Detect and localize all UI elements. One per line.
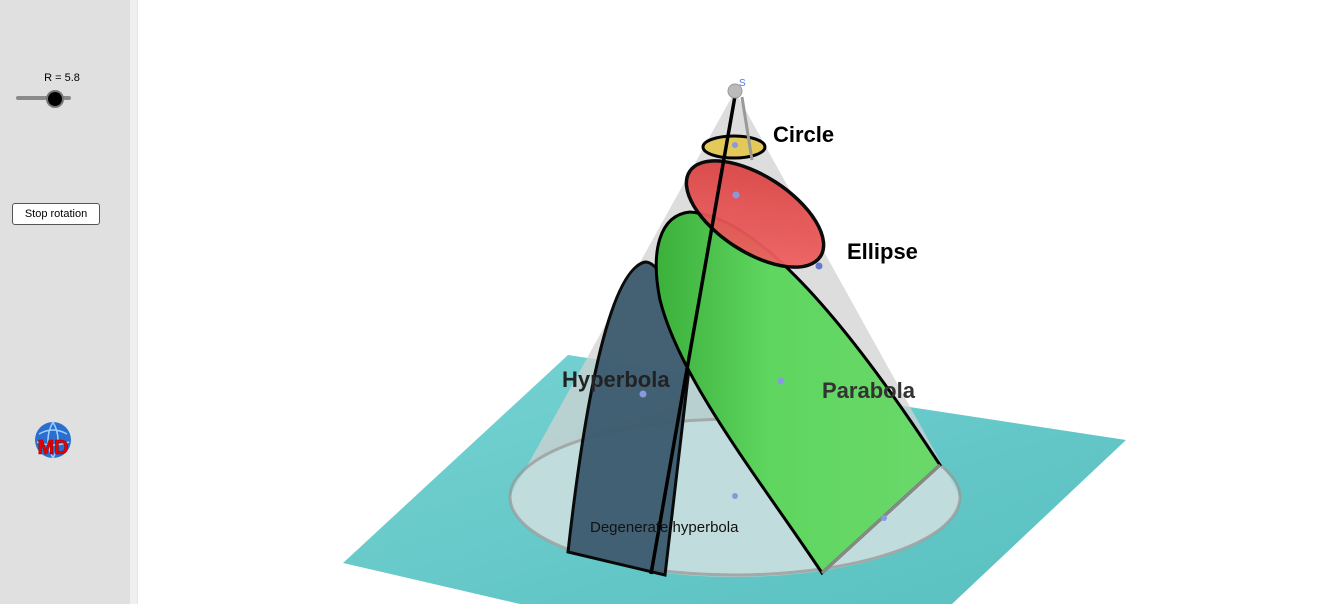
sidebar: R = 5.8 Stop rotation MD (0, 0, 130, 604)
panel-divider[interactable] (130, 0, 138, 604)
degenerate-hyperbola-label: Degenerate hyperbola (590, 519, 739, 536)
svg-text:MD: MD (37, 437, 68, 459)
point[interactable] (881, 515, 887, 521)
ellipse-label: Ellipse (847, 239, 918, 264)
apex-label: S (739, 78, 746, 89)
parabola-chord (820, 463, 942, 575)
parabola-surface (654, 210, 942, 576)
cone-generator (740, 96, 754, 161)
point[interactable] (815, 262, 823, 270)
circle-label: Circle (773, 122, 834, 147)
point[interactable] (732, 142, 738, 148)
r-slider-thumb[interactable] (46, 90, 64, 108)
parabola-label: Parabola (822, 378, 916, 403)
apex-point[interactable] (727, 83, 743, 99)
degenerate-line-1 (649, 95, 737, 575)
point[interactable] (639, 390, 647, 398)
point[interactable] (732, 191, 740, 199)
globe-logo-icon: MD (35, 421, 71, 459)
point[interactable] (732, 493, 738, 499)
3d-graphics-view[interactable]: S Circle Ellipse Hyperbola Parabola Dege… (137, 0, 1334, 604)
hyperbola-label: Hyperbola (562, 367, 670, 392)
r-slider-track[interactable] (16, 96, 71, 100)
point[interactable] (777, 377, 785, 385)
stop-rotation-button[interactable]: Stop rotation (12, 203, 100, 225)
slider-label: R = 5.8 (44, 72, 80, 84)
